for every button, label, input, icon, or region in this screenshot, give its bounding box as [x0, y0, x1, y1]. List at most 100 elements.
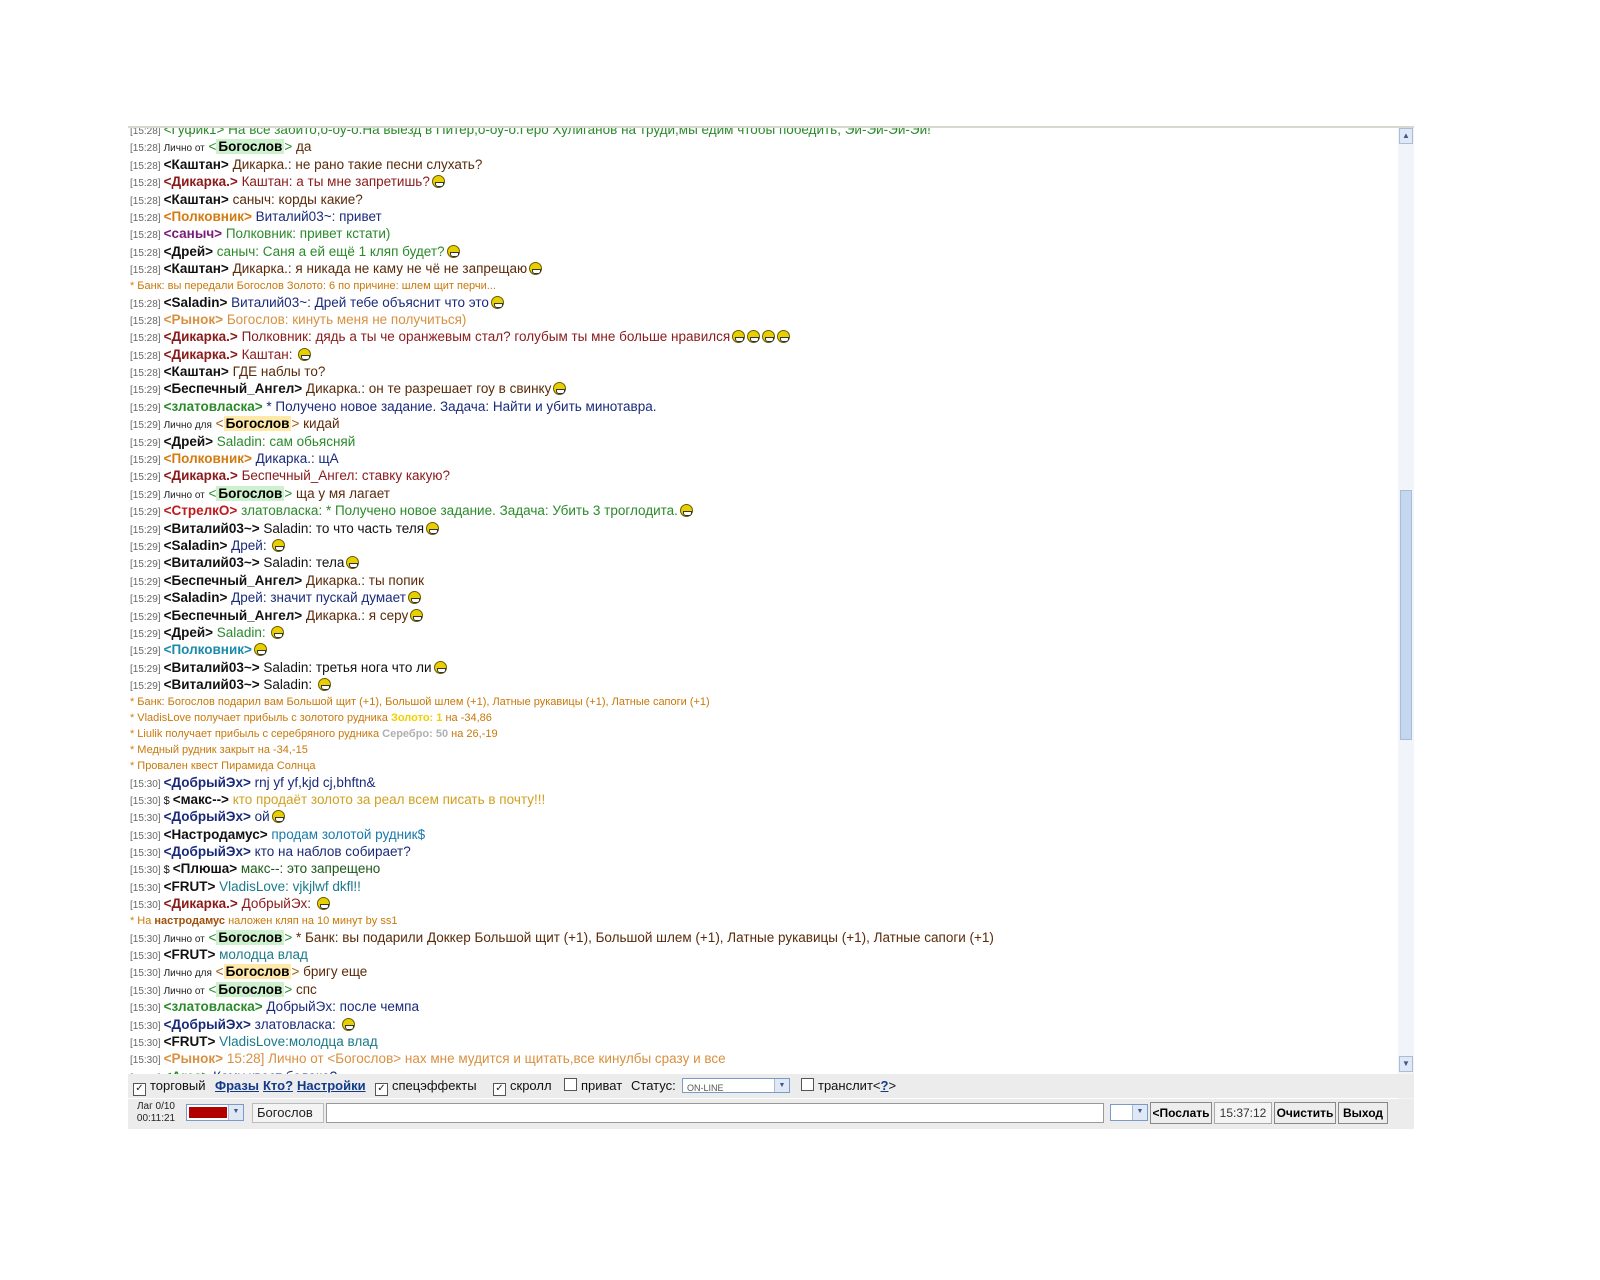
nickname[interactable]: <FRUT> [163, 947, 216, 963]
nickname[interactable]: Богослов [216, 485, 285, 501]
translit-checkbox[interactable] [801, 1078, 814, 1091]
effects-checkbox[interactable]: ✓ [375, 1083, 388, 1096]
color-select[interactable]: ▼ [186, 1104, 244, 1121]
nickname[interactable]: Богослов [216, 929, 285, 945]
exit-button[interactable]: Выход [1338, 1102, 1388, 1124]
translit-option[interactable]: транслит<?> [801, 1078, 896, 1093]
nickname[interactable]: <златовласка> [163, 398, 263, 414]
nickname[interactable]: <Saladin> [163, 590, 228, 606]
nickname[interactable]: <FRUT> [163, 1033, 216, 1049]
nickname[interactable]: <саныч> [163, 226, 223, 242]
nickname[interactable]: <Полковник> [163, 642, 252, 658]
private-tag: Лично для [163, 968, 212, 980]
nickname[interactable]: Богослов [223, 964, 292, 980]
nickname[interactable]: <Беспечный_Ангел> [163, 607, 303, 623]
system-message: *Банк: Богослов подарил вам Большой щит … [128, 694, 1368, 710]
nickname[interactable]: <Дикарка.> [163, 174, 238, 190]
nickname[interactable]: <ДобрыйЭх> [163, 844, 251, 860]
nickname[interactable]: <Полковник> [163, 208, 252, 224]
translit-help-link[interactable]: ? [880, 1078, 889, 1093]
scroll-down-button[interactable]: ▼ [1399, 1056, 1413, 1072]
nickname[interactable]: <FRUT> [163, 878, 216, 894]
nickname[interactable]: <ДобрыйЭх> [163, 1016, 251, 1032]
nickname[interactable]: <макс--> [172, 791, 229, 807]
nickname[interactable]: <Виталий03~> [163, 555, 260, 571]
nickname[interactable]: <Виталий03~> [163, 520, 260, 536]
nickname[interactable]: <Каштан> [163, 191, 229, 207]
private-option[interactable]: приват [564, 1078, 622, 1093]
smiley-icon [271, 625, 285, 639]
chat-message: [15:29]<Беспечный_Ангел> Дикарка.: ты по… [128, 572, 1368, 589]
chat-message: [15:30]<златовласка> ДобрыйЭх: после чем… [128, 998, 1368, 1015]
chat-scrollbar[interactable]: ▲ ▼ [1398, 128, 1414, 1102]
chat-message: [15:30]<FRUT> молодца влад [128, 946, 1368, 963]
nickname[interactable]: <ДобрыйЭх> [163, 809, 251, 825]
scroll-thumb[interactable] [1400, 490, 1412, 740]
system-star-icon: * [130, 711, 135, 724]
nickname[interactable]: <Дикарка.> [163, 346, 238, 362]
clear-button[interactable]: Очистить [1274, 1102, 1336, 1124]
message-text: Дрей: значит пускай думает [227, 590, 406, 606]
nickname[interactable]: Богослов [223, 416, 292, 432]
nickname[interactable]: <Беспечный_Ангел> [163, 381, 303, 397]
nickname[interactable]: <Дрей> [163, 243, 214, 259]
phrase-select[interactable]: ▼ [1110, 1104, 1148, 1121]
message-text: < [208, 929, 217, 945]
nickname[interactable]: <Плюша> [172, 861, 238, 877]
chat-message: [15:29]<Беспечный_Ангел> Дикарка.: я сер… [128, 607, 1368, 624]
system-message: *VladisLove получает прибыль с золотого … [128, 710, 1368, 726]
chat-window: [15:28]<Гуфик1> На все забито,о-оу-о.На … [128, 126, 1414, 1156]
private-checkbox[interactable] [564, 1078, 577, 1091]
timestamp: [15:28] [130, 212, 161, 224]
message-text: VladisLove: vjkjlwf dkfl!! [215, 878, 361, 894]
nickname[interactable]: <Беспечный_Ангел> [163, 572, 303, 588]
effects-option[interactable]: ✓спецэффекты [375, 1078, 477, 1096]
message-text: Дикарка.: не рано такие песни слухать? [228, 156, 483, 172]
scroll-up-button[interactable]: ▲ [1399, 128, 1413, 144]
nickname[interactable]: <Saladin> [163, 294, 228, 310]
status-select[interactable]: ON-LINE▼ [682, 1078, 790, 1093]
nickname[interactable]: <ДобрыйЭх> [163, 774, 251, 790]
system-message: *Liulik получает прибыль с серебряного р… [128, 726, 1368, 742]
smiley-icon [777, 330, 791, 344]
nickname[interactable]: <Каштан> [163, 261, 229, 277]
nickname[interactable]: <Дикарка.> [163, 468, 238, 484]
nickname[interactable]: Серебро: 50 [382, 727, 449, 740]
system-star-icon: * [130, 279, 135, 292]
trade-option[interactable]: ✓торговый [133, 1078, 205, 1096]
nickname[interactable]: <Полковник> [163, 451, 252, 467]
smiley-icon [426, 521, 440, 535]
nickname[interactable]: <Дикарка.> [163, 329, 238, 345]
message-text: Полковник: дядь а ты че оранжевым стал? … [237, 329, 731, 345]
nickname[interactable]: <Дикарка.> [163, 896, 238, 912]
nickname[interactable]: Богослов [216, 139, 285, 155]
nickname[interactable]: <Виталий03~> [163, 659, 260, 675]
scroll-option[interactable]: ✓скролл [493, 1078, 552, 1096]
nickname[interactable]: <златовласка> [163, 999, 263, 1015]
settings-link[interactable]: Настройки [297, 1078, 366, 1093]
chat-message: [15:28]<Каштан> Дикарка.: не рано такие … [128, 156, 1368, 173]
nickname[interactable]: <Рынок> [163, 1051, 224, 1067]
nickname[interactable]: <Каштан> [163, 364, 229, 380]
nickname[interactable]: <Каштан> [163, 156, 229, 172]
who-link[interactable]: Кто? [263, 1078, 294, 1093]
nickname[interactable]: <Виталий03~> [163, 677, 260, 693]
nickname[interactable]: <Дрей> [163, 624, 214, 640]
chat-message: [15:29]<Полковник> Дикарка.: щА [128, 450, 1368, 467]
nickname[interactable]: <СтрелкО> [163, 503, 238, 519]
nickname[interactable]: <Дрей> [163, 433, 214, 449]
nickname[interactable]: Богослов [216, 981, 285, 997]
smiley-icon [446, 244, 460, 258]
phrases-link[interactable]: Фразы [215, 1078, 259, 1093]
send-button[interactable]: <Послать [1150, 1102, 1212, 1124]
nickname[interactable]: настродамус [154, 914, 226, 927]
nickname[interactable]: <Saladin> [163, 537, 228, 553]
message-input[interactable] [326, 1103, 1104, 1123]
nickname[interactable]: <Рынок> [163, 311, 224, 327]
message-text: златовласка: [250, 1016, 340, 1032]
message-text: rnj yf yf,kjd cj,bhftn& [250, 774, 376, 790]
nickname[interactable]: <Настродамус> [163, 826, 268, 842]
trade-checkbox[interactable]: ✓ [133, 1083, 146, 1096]
nickname[interactable]: Золото: 1 [390, 711, 443, 724]
scroll-checkbox[interactable]: ✓ [493, 1083, 506, 1096]
